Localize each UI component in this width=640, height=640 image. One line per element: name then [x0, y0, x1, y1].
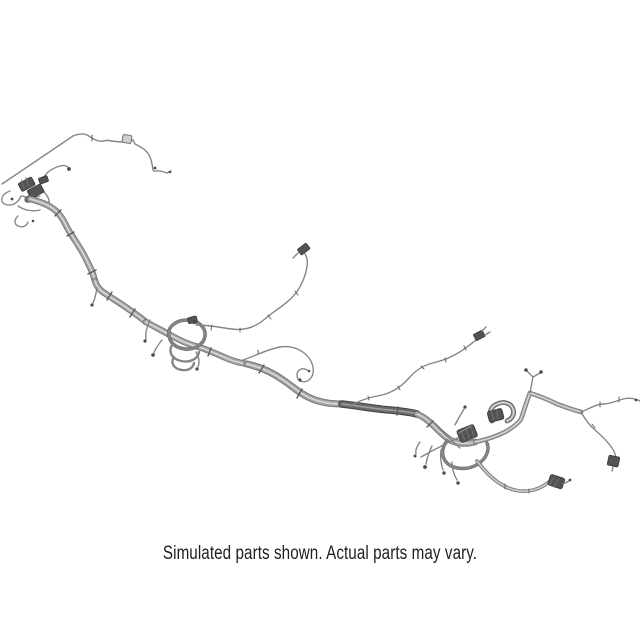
branch-end-connector: [606, 454, 621, 468]
right-junction-cluster: [413, 403, 514, 485]
branch-upper-center: [195, 242, 311, 333]
branch-east: [349, 326, 491, 407]
fuse-block-connector: [18, 176, 36, 192]
east-branches: [475, 368, 640, 472]
tape-wraps: [54, 209, 434, 428]
disclaimer-caption: Simulated parts shown. Actual parts may …: [162, 543, 478, 564]
small-connector: [38, 175, 49, 185]
inline-connector: [121, 134, 133, 144]
branch-end-connector: [473, 329, 486, 341]
roof-wire: [1, 133, 172, 185]
branch-end-connector: [297, 242, 311, 256]
fuse-block-connector: [27, 183, 45, 199]
ribbed-connector-block: [547, 474, 566, 490]
bottom-branch: [475, 459, 572, 494]
hook-branch: [242, 345, 314, 383]
wire-loop: [143, 315, 207, 372]
main-trunk: [30, 199, 475, 443]
